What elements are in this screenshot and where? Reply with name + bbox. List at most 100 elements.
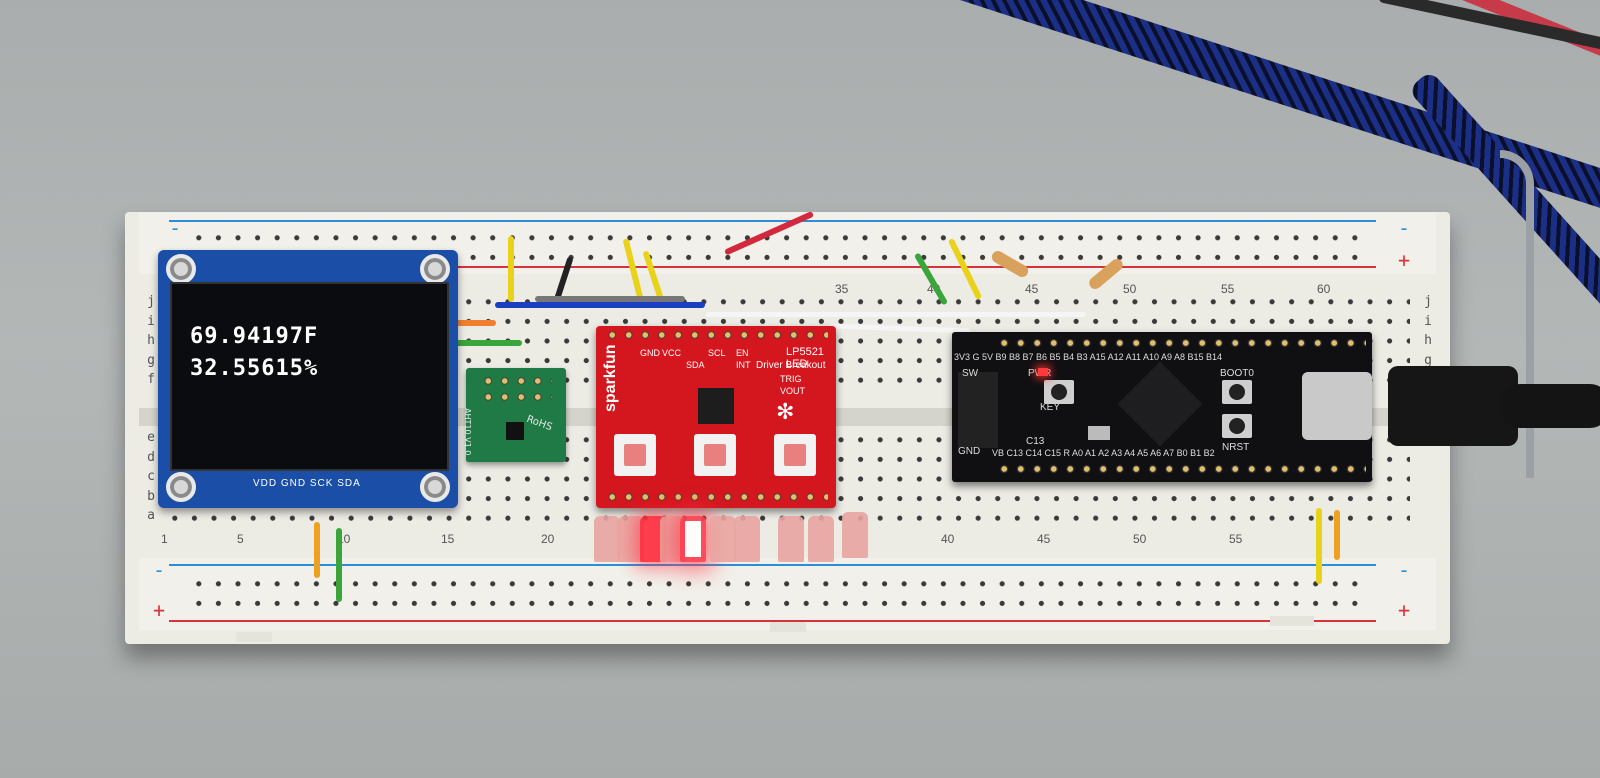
rail-red-line <box>169 620 1376 622</box>
col-number: 5 <box>237 532 244 546</box>
red-led <box>842 512 868 558</box>
board-title: LP5521 LED <box>786 346 824 370</box>
orange-jumper-wire <box>456 320 496 326</box>
aht-sensor-module: AHT10 V1.0 RoHS <box>463 368 566 462</box>
rgb-led <box>614 434 656 476</box>
header-pins <box>996 336 1366 350</box>
rail-minus-label-right: - <box>1397 216 1410 240</box>
green-jumper-wire <box>336 528 342 602</box>
pin-label: SDA <box>686 360 705 370</box>
green-jumper-wire <box>456 340 522 346</box>
mounting-hole <box>166 472 196 502</box>
col-number: 60 <box>1317 282 1331 296</box>
rail-holes <box>189 574 1366 614</box>
power-led-icon <box>1038 368 1048 376</box>
header-pins <box>996 462 1366 476</box>
breadboard-foot <box>236 632 272 642</box>
sensor-chip <box>506 422 524 440</box>
oled-display-module: 69.94197F 32.55615% VDD GND SCK SDA <box>158 250 458 508</box>
red-led <box>734 516 760 562</box>
col-number: 45 <box>1025 282 1039 296</box>
pin-label: INT <box>736 360 751 370</box>
gear-logo-icon: ✻ <box>776 400 795 425</box>
humidity-readout: 32.55615% <box>190 356 319 381</box>
red-led <box>808 516 834 562</box>
gnd-label: GND <box>958 446 981 457</box>
header-pins <box>480 374 552 388</box>
nrst-label: NRST <box>1222 442 1250 453</box>
boot0-button[interactable] <box>1222 380 1252 404</box>
red-led <box>778 516 804 562</box>
col-number: 40 <box>941 532 955 546</box>
rail-minus-label: - <box>169 216 182 240</box>
rail-minus-label-right: - <box>1397 558 1410 582</box>
red-led-bright <box>680 516 706 562</box>
rail-plus-label-right: + <box>1397 598 1410 622</box>
top-pin-labels: 3V3 G 5V B9 B8 B7 B6 B5 B4 B3 A15 A12 A1… <box>954 352 1223 362</box>
rail-red-line <box>169 266 1376 268</box>
mounting-hole <box>420 472 450 502</box>
grey-jumper-wire <box>535 296 685 302</box>
grey-cable <box>1500 150 1534 478</box>
boot0-label: BOOT0 <box>1220 368 1254 379</box>
pin-label: GND <box>640 348 660 358</box>
rail-blue-line <box>169 564 1376 566</box>
nrst-button[interactable] <box>1222 414 1252 438</box>
usb-c-port <box>1302 372 1372 440</box>
red-led <box>594 516 620 562</box>
white-jumper-wire <box>706 312 1086 317</box>
col-number: 35 <box>835 282 849 296</box>
header-pins <box>480 390 552 404</box>
c13-label: C13 <box>1026 436 1045 447</box>
sparkfun-led-driver-board: sparkfun LP5521 LED Driver Breakout GND … <box>596 326 836 508</box>
rail-plus-label: + <box>153 598 166 622</box>
header-pins <box>604 490 828 504</box>
col-number: 1 <box>161 532 168 546</box>
rgb-led <box>774 434 816 476</box>
pin-label: VOUT <box>780 386 806 396</box>
header-pins <box>604 328 828 342</box>
col-number: 55 <box>1229 532 1243 546</box>
key-label: KEY <box>1040 402 1061 413</box>
temperature-readout: 69.94197F <box>190 324 319 349</box>
breadboard-foot <box>1270 616 1314 626</box>
red-led <box>618 516 644 562</box>
col-number: 45 <box>1037 532 1051 546</box>
rail-blue-line <box>169 220 1376 222</box>
col-number: 50 <box>1123 282 1137 296</box>
yellow-jumper-wire <box>1316 508 1322 584</box>
row-letters-left: j i h g f e d c b a <box>147 294 155 524</box>
rail-plus-label-right: + <box>1397 248 1410 272</box>
orange-jumper-wire <box>314 522 320 578</box>
usb-c-cable-plug <box>1388 366 1518 446</box>
microcontroller-chip <box>1117 361 1203 447</box>
stm32-blackpill-board: 3V3 G 5V B9 B8 B7 B6 B5 B4 B3 A15 A12 A1… <box>952 332 1372 482</box>
board-subtitle: Driver Breakout <box>756 360 826 371</box>
aht-label: AHT10 V1.0 <box>463 408 472 456</box>
mounting-hole <box>166 254 196 284</box>
orange-jumper-wire <box>1334 510 1340 560</box>
pin-label: TRIG <box>780 374 802 384</box>
key-button[interactable] <box>1044 380 1074 404</box>
col-number: 55 <box>1221 282 1235 296</box>
oled-pin-labels: VDD GND SCK SDA <box>253 478 361 489</box>
pin-label: VCC <box>662 348 682 358</box>
rgb-led <box>694 434 736 476</box>
sparkfun-logo: sparkfun <box>602 344 619 412</box>
sw-label: SW <box>962 368 979 379</box>
usb-c-cable <box>1500 384 1600 428</box>
crystal <box>1088 426 1110 440</box>
bottom-pin-labels: VB C13 C14 C15 R A0 A1 A2 A3 A4 A5 A6 A7… <box>992 448 1215 458</box>
yellow-jumper-wire <box>508 236 514 302</box>
col-number: 50 <box>1133 532 1147 546</box>
breadboard-foot <box>770 622 806 632</box>
pin-label: EN <box>736 348 749 358</box>
red-led <box>710 516 736 562</box>
oled-screen: 69.94197F 32.55615% <box>170 282 449 471</box>
col-number: 15 <box>441 532 455 546</box>
pin-label: SCL <box>708 348 726 358</box>
mounting-hole <box>420 254 450 284</box>
col-number: 20 <box>541 532 555 546</box>
bottom-power-rail: - + - + <box>139 558 1436 630</box>
rohs-label: RoHS <box>524 413 554 434</box>
